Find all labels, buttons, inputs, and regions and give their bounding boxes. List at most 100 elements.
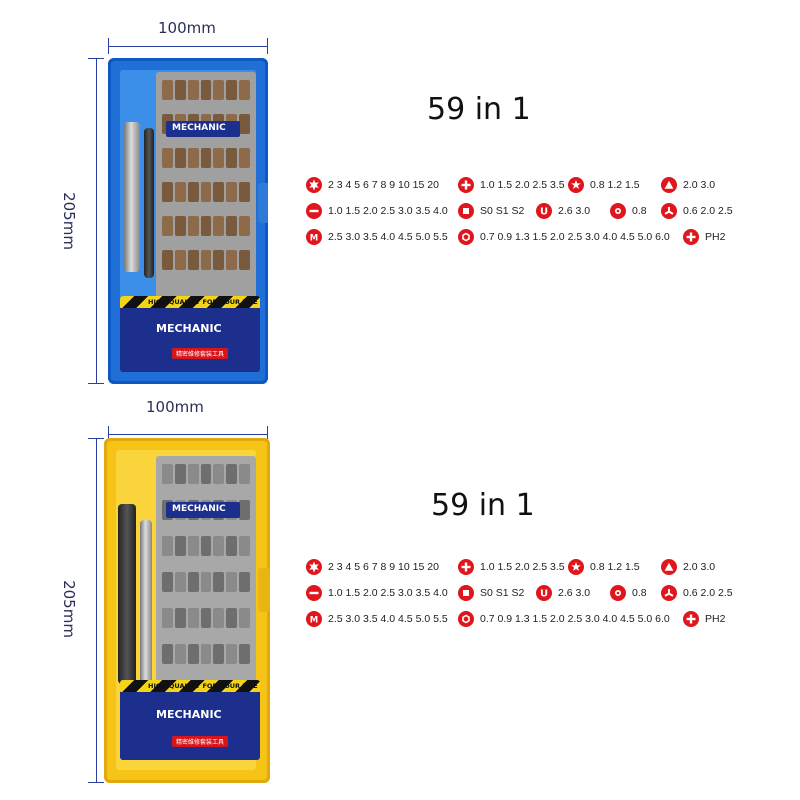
hex-icon [458, 611, 474, 627]
card-brand-text: MECHANIC [156, 708, 222, 721]
bits-yellow-row4 [162, 572, 250, 592]
spec-sizes: 2.6 3.0 [558, 587, 591, 599]
spec-item: 0.6 2.0 2.5 [661, 201, 733, 221]
slotted-icon [306, 585, 322, 601]
spec-sizes: 0.7 0.9 1.3 1.5 2.0 2.5 3.0 4.0 4.5 5.0 … [480, 613, 670, 625]
spec-sizes: 1.0 1.5 2.0 2.5 3.5 [480, 179, 565, 191]
spec-sizes: PH2 [705, 231, 726, 243]
width-dimension-label: 100mm [158, 19, 216, 37]
bits-blue-row5 [162, 216, 250, 236]
svg-text:M: M [310, 233, 318, 243]
spec-sizes: S0 S1 S2 [480, 205, 525, 217]
height-dimension-label: 205mm [59, 580, 78, 638]
headline: 59 in 1 [431, 488, 535, 523]
width-dimension [108, 424, 268, 444]
spec-sizes: 2.5 3.0 3.5 4.0 4.5 5.0 5.5 [328, 231, 448, 243]
spec-sizes: 1.0 1.5 2.0 2.5 3.0 3.5 4.0 [328, 587, 448, 599]
bits-blue-row6 [162, 250, 250, 270]
torx-icon [306, 177, 322, 193]
m-icon: M [306, 229, 322, 245]
m-icon: M [306, 611, 322, 627]
height-dimension [86, 58, 106, 384]
spec-sizes: 1.0 1.5 2.0 2.5 3.5 [480, 561, 565, 573]
spec-sizes: 0.8 1.2 1.5 [590, 561, 640, 573]
spec-sizes: S0 S1 S2 [480, 587, 525, 599]
spec-item: PH2 [683, 227, 725, 247]
spec-sizes: 2 3 4 5 6 7 8 9 10 15 20 [328, 179, 439, 191]
spec-sizes: 2.6 3.0 [558, 205, 591, 217]
spec-sizes: 0.6 2.0 2.5 [683, 205, 733, 217]
pentalobe-icon [568, 559, 584, 575]
spec-item: 1.0 1.5 2.0 2.5 3.0 3.5 4.0 [306, 201, 448, 221]
spec-item: 0.8 1.2 1.5 [568, 175, 640, 195]
spec-item: 2.0 3.0 [661, 175, 715, 195]
spec-item: 2 3 4 5 6 7 8 9 10 15 20 [306, 175, 439, 195]
svg-text:M: M [310, 615, 318, 625]
bits-blue [162, 80, 250, 100]
spec-sizes: 2 3 4 5 6 7 8 9 10 15 20 [328, 561, 439, 573]
spec-item: M 2.5 3.0 3.5 4.0 4.5 5.0 5.5 [306, 227, 448, 247]
spec-item: U 2.6 3.0 [536, 201, 590, 221]
spec-sizes: 0.8 [632, 205, 647, 217]
spec-item: 0.7 0.9 1.3 1.5 2.0 2.5 3.0 4.0 4.5 5.0 … [458, 609, 670, 629]
height-dimension [86, 438, 106, 783]
spec-sizes: 0.8 [632, 587, 647, 599]
label-card-yellow: HIGH QUALITY FOR YOUR LIFE MECHANIC 精密维修… [120, 680, 260, 760]
spec-item: 2 3 4 5 6 7 8 9 10 15 20 [306, 557, 439, 577]
spec-item: PH2 [683, 609, 725, 629]
phillips-icon [458, 559, 474, 575]
triangle-icon [661, 559, 677, 575]
spec-item: U 2.6 3.0 [536, 583, 590, 603]
brand-badge-yellow: MECHANIC [166, 502, 240, 518]
brand-badge-blue: MECHANIC [166, 121, 240, 137]
bits-yellow [162, 464, 250, 484]
tri-wing-icon [661, 585, 677, 601]
phillips-icon [683, 611, 699, 627]
spec-item: 2.0 3.0 [661, 557, 715, 577]
u-shape-icon: U [536, 585, 552, 601]
card-brand-text: MECHANIC [156, 322, 222, 335]
brand-badge-text: MECHANIC [172, 123, 226, 133]
bits-blue-row4 [162, 182, 250, 202]
spec-item: 0.7 0.9 1.3 1.5 2.0 2.5 3.0 4.0 4.5 5.0 … [458, 227, 670, 247]
spec-sizes: 2.0 3.0 [683, 179, 716, 191]
screwdriver-handle [124, 122, 140, 272]
spec-item: 0.8 [610, 201, 647, 221]
svg-text:U: U [540, 207, 548, 218]
extension-rod [144, 128, 154, 278]
spec-item: S0 S1 S2 [458, 201, 524, 221]
spec-item: 0.8 [610, 583, 647, 603]
phillips-icon [458, 177, 474, 193]
torx-icon [306, 559, 322, 575]
phillips-icon [683, 229, 699, 245]
product-yellow: 100mm 205mm MECHANIC HIGH QUALITY FOR YO… [0, 398, 800, 800]
spec-item: 0.6 2.0 2.5 [661, 583, 733, 603]
spec-sizes: 2.0 3.0 [683, 561, 716, 573]
slogan-text: HIGH QUALITY FOR YOUR LIFE [148, 298, 258, 306]
tri-wing-icon [661, 203, 677, 219]
card-cn-text: 精密维修套装工具 [172, 348, 229, 359]
slotted-icon [306, 203, 322, 219]
hex-icon [458, 229, 474, 245]
spec-sizes: 0.7 0.9 1.3 1.5 2.0 2.5 3.0 4.0 4.5 5.0 … [480, 231, 670, 243]
spec-sizes: 2.5 3.0 3.5 4.0 4.5 5.0 5.5 [328, 613, 448, 625]
extension-rod [140, 520, 152, 686]
headline: 59 in 1 [427, 92, 531, 127]
label-card-blue: HIGH QUALITY FOR YOUR LIFE MECHANIC 精密维修… [120, 296, 260, 372]
product-blue: 100mm 205mm MECHANIC HIGH QUALITY FOR YO… [59, 19, 733, 384]
width-dimension [108, 36, 268, 56]
spec-item: 0.8 1.2 1.5 [568, 557, 640, 577]
svg-text:U: U [540, 589, 548, 600]
bits-yellow-row3 [162, 536, 250, 556]
screwdriver-handle [118, 504, 136, 684]
spec-item: 1.0 1.5 2.0 2.5 3.5 [458, 175, 565, 195]
triangle-icon [661, 177, 677, 193]
card-cn-text: 精密维修套装工具 [172, 736, 229, 747]
brand-badge-text: MECHANIC [172, 504, 226, 514]
height-dimension-label: 205mm [59, 192, 78, 250]
width-dimension-label: 100mm [146, 398, 204, 416]
spec-item: 1.0 1.5 2.0 2.5 3.0 3.5 4.0 [306, 583, 448, 603]
spec-item: S0 S1 S2 [458, 583, 524, 603]
spec-sizes: PH2 [705, 613, 726, 625]
circle-icon [610, 203, 626, 219]
